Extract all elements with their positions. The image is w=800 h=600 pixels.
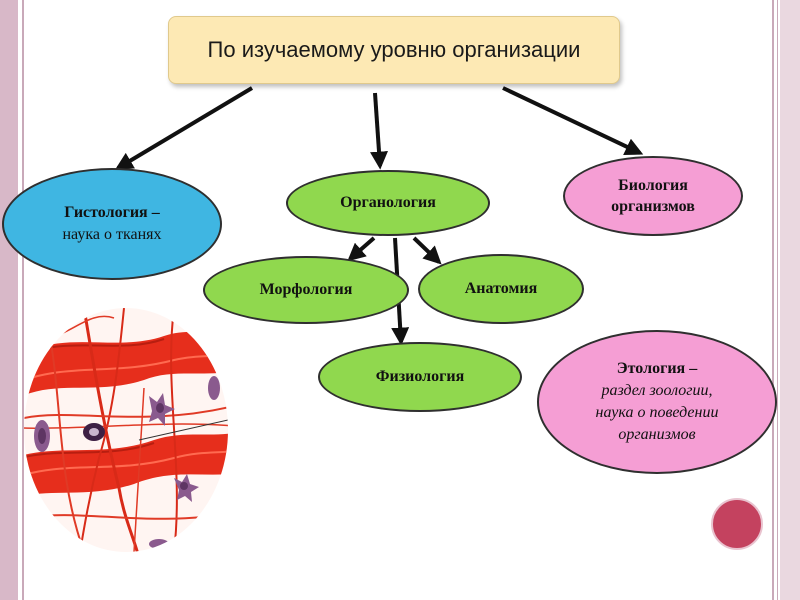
- histology-description: наука о тканях: [62, 226, 162, 243]
- node-histology: Гистология – наука о тканях: [2, 168, 222, 280]
- histology-label: Гистология –: [64, 204, 160, 221]
- slide-frame-right-line-thin: [777, 0, 778, 600]
- node-biology-of-organisms: Биология организмов: [563, 156, 743, 236]
- arrow-to-organology: [370, 92, 388, 170]
- accent-circle-decoration: [711, 498, 763, 550]
- slide-frame-left: [0, 0, 18, 600]
- slide-frame-right: [780, 0, 800, 600]
- node-ethology: Этология – раздел зоологии, наука о пове…: [537, 330, 777, 474]
- ethology-description-3: организмов: [618, 426, 696, 443]
- biology-label-line2: организмов: [611, 198, 695, 215]
- title-text: По изучаемому уровню организации: [207, 37, 581, 62]
- node-morphology: Морфология: [203, 256, 409, 324]
- node-organology: Органология: [286, 170, 490, 236]
- anatomy-label: Анатомия: [464, 280, 538, 297]
- arrow-to-anatomy: [412, 236, 442, 265]
- morphology-label: Морфология: [259, 281, 353, 298]
- ethology-label: Этология –: [616, 360, 698, 377]
- node-physiology: Физиология: [318, 342, 522, 412]
- tissue-micrograph-image: [24, 308, 228, 552]
- slide-frame-left-line: [22, 0, 24, 600]
- node-anatomy: Анатомия: [418, 254, 584, 324]
- biology-label-line1: Биология: [618, 177, 688, 194]
- title-box: По изучаемому уровню организации: [168, 16, 620, 84]
- organology-label: Органология: [340, 194, 436, 211]
- arrow-to-biology: [502, 86, 644, 155]
- ethology-description-1: раздел зоологии,: [601, 382, 713, 399]
- physiology-label: Физиология: [375, 368, 465, 385]
- arrow-to-histology: [114, 86, 254, 170]
- ethology-description-2: наука о поведении: [595, 404, 719, 421]
- slide-frame-right-line: [772, 0, 774, 600]
- arrow-to-morphology: [347, 236, 376, 262]
